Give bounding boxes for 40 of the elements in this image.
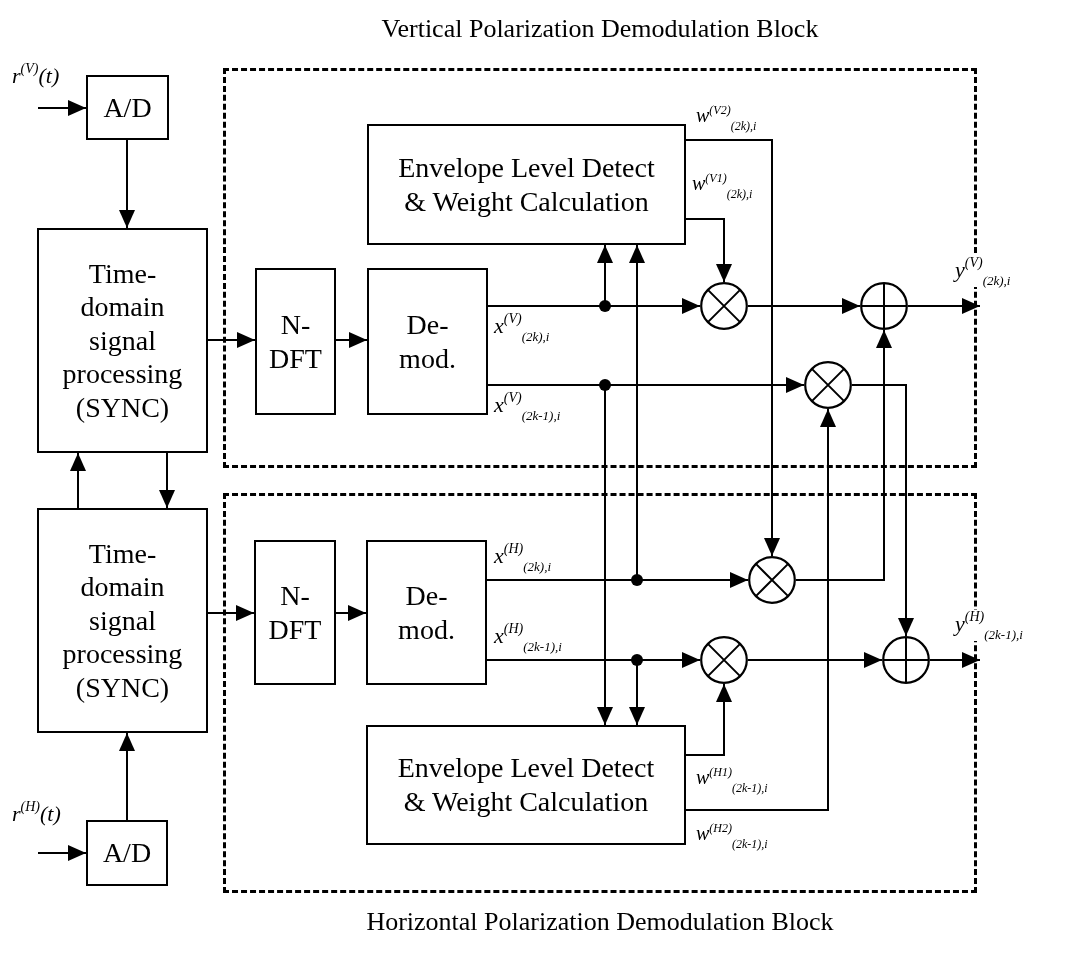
process-box: N-DFT bbox=[254, 540, 336, 685]
process-box: De-mod. bbox=[367, 268, 488, 415]
signal-arrow bbox=[159, 452, 175, 509]
multiplier-symbol bbox=[748, 556, 796, 604]
multiplier-symbol bbox=[804, 361, 852, 409]
signal-arrow bbox=[207, 332, 256, 348]
signal-arrow bbox=[685, 139, 780, 557]
multiplier-symbol bbox=[700, 636, 748, 684]
signal-arrow bbox=[685, 218, 732, 283]
edge-label: r$^{(V)}$(t) bbox=[12, 62, 60, 87]
process-box: Envelope Level Detect & Weight Calculation bbox=[366, 725, 686, 845]
multiplier-symbol bbox=[700, 282, 748, 330]
adder-symbol bbox=[882, 636, 930, 684]
signal-arrow bbox=[685, 408, 836, 811]
signal-arrow bbox=[747, 298, 861, 314]
process-box: De-mod. bbox=[366, 540, 487, 685]
process-box: Time-domain signal processing (SYNC) bbox=[37, 228, 208, 453]
signal-arrow bbox=[907, 298, 981, 314]
adder-symbol bbox=[860, 282, 908, 330]
process-box: A/D bbox=[86, 820, 168, 886]
signal-arrow bbox=[119, 732, 135, 821]
block-title: Horizontal Polarization Demodulation Block bbox=[365, 907, 835, 937]
signal-arrow bbox=[37, 100, 87, 116]
signal-arrow bbox=[207, 605, 255, 621]
signal-arrow bbox=[37, 845, 87, 861]
process-box: A/D bbox=[86, 75, 169, 140]
signal-arrow bbox=[851, 384, 914, 637]
signal-arrow bbox=[747, 652, 883, 668]
process-box: N-DFT bbox=[255, 268, 336, 415]
block-title: Vertical Polarization Demodulation Block bbox=[380, 14, 820, 44]
signal-arrow bbox=[70, 452, 86, 509]
edge-label: r$^{(H)}$(t) bbox=[12, 800, 61, 825]
signal-arrow bbox=[335, 605, 367, 621]
signal-arrow bbox=[335, 332, 368, 348]
signal-arrow bbox=[795, 329, 892, 581]
signal-arrow bbox=[119, 139, 135, 229]
signal-arrow bbox=[929, 652, 981, 668]
process-box: Time-domain signal processing (SYNC) bbox=[37, 508, 208, 733]
process-box: Envelope Level Detect & Weight Calculation bbox=[367, 124, 686, 245]
signal-arrow bbox=[685, 683, 732, 756]
